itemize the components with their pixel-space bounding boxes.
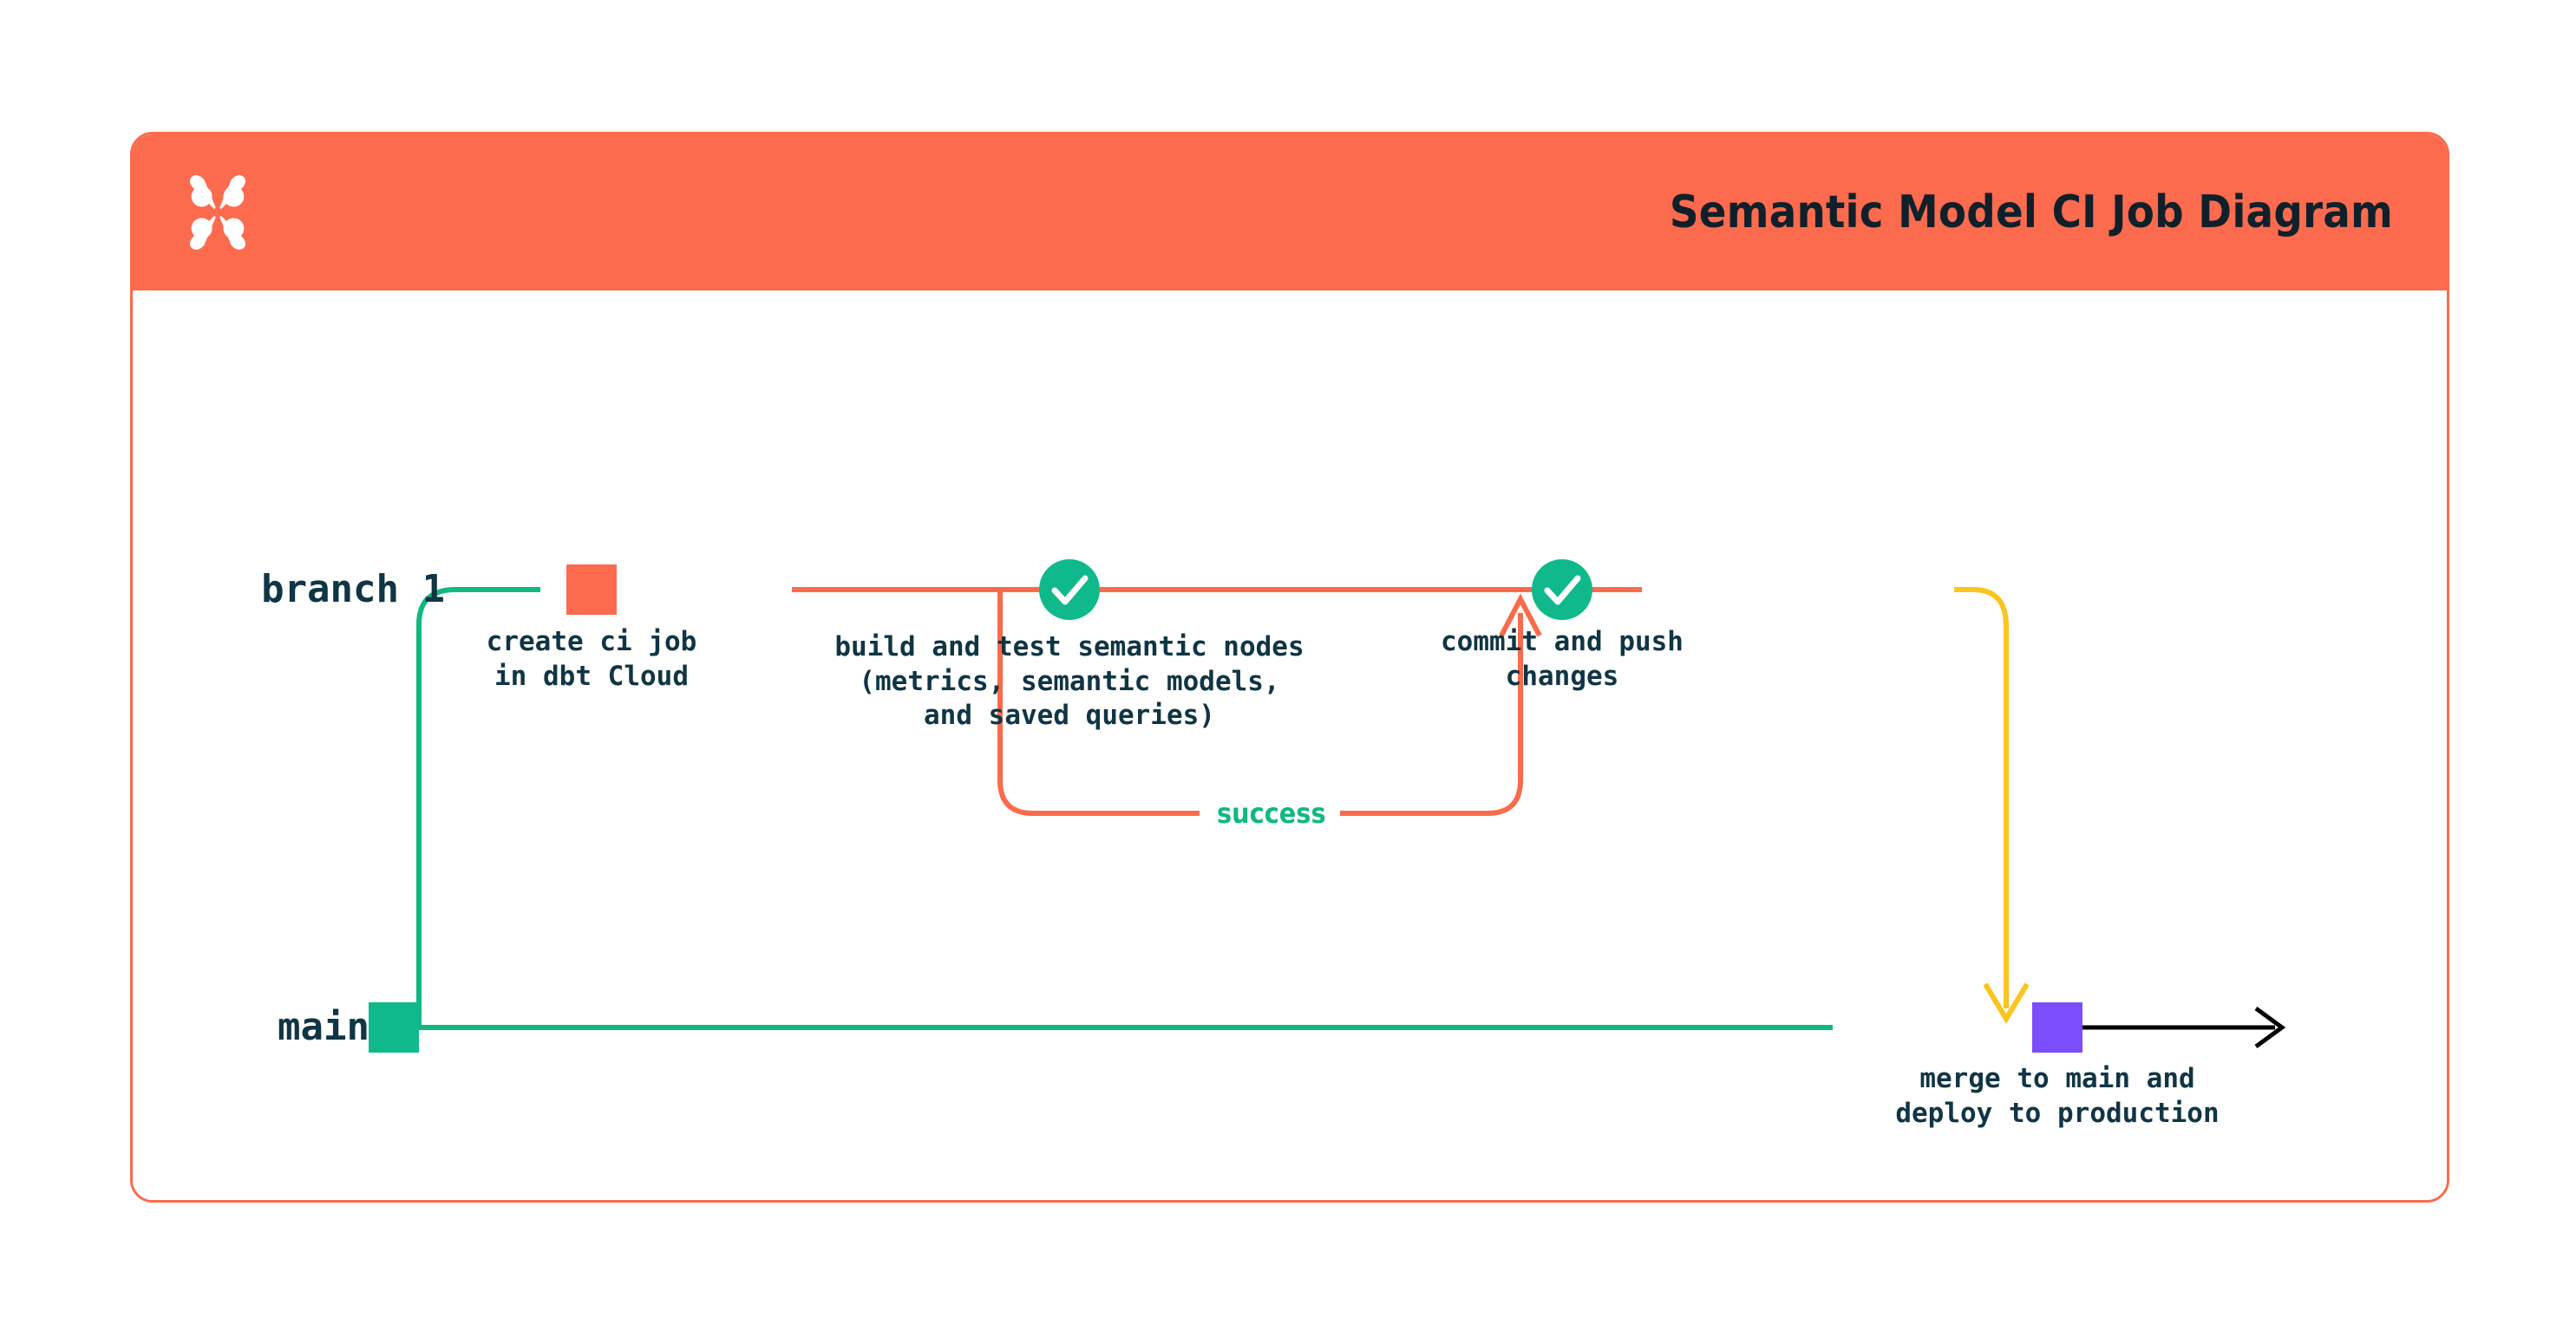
check-icon (1051, 575, 1089, 605)
node-label-build-and-test: build and test semantic nodes (metrics, … (834, 631, 1304, 732)
merge-to-main-path (1954, 587, 2009, 1008)
check-icon (1544, 575, 1581, 605)
success-loop-left-path (997, 590, 1200, 816)
diagram-card: Semantic Model CI Job Diagram (130, 132, 2449, 1203)
node-main-start-square[interactable] (369, 1002, 419, 1053)
node-label-commit-and-push: commit and push changes (1441, 626, 1684, 692)
node-create-ci-job-square[interactable] (566, 564, 617, 615)
card-body: branch 1 main create ci job in dbt Cloud… (133, 290, 2447, 1200)
git-graph-svg (369, 559, 2286, 1053)
branch-label-main: main (278, 1004, 369, 1049)
node-commit-and-push-check-circle[interactable] (1532, 559, 1592, 620)
card-header: Semantic Model CI Job Diagram (133, 134, 2447, 290)
branch-off-path (416, 587, 540, 1027)
node-label-create-ci-job: create ci job in dbt Cloud (486, 626, 697, 692)
edge-label-success: success (1203, 797, 1340, 830)
dbt-logo-icon (189, 175, 246, 250)
merge-arrow-head-icon (1983, 982, 2030, 1024)
node-build-and-test-check-circle[interactable] (1039, 559, 1100, 620)
node-merge-to-main-square[interactable] (2032, 1002, 2082, 1053)
node-label-merge-to-main: merge to main and deploy to production (1895, 1063, 2220, 1129)
success-loop-right-path (1319, 613, 1523, 816)
success-loop-arrow-head-icon (1499, 593, 1542, 637)
branch-label-branch-1: branch 1 (261, 566, 445, 611)
page-title: Semantic Model CI Job Diagram (1669, 186, 2393, 238)
main-continue-arrow-head-icon (2254, 1006, 2286, 1049)
